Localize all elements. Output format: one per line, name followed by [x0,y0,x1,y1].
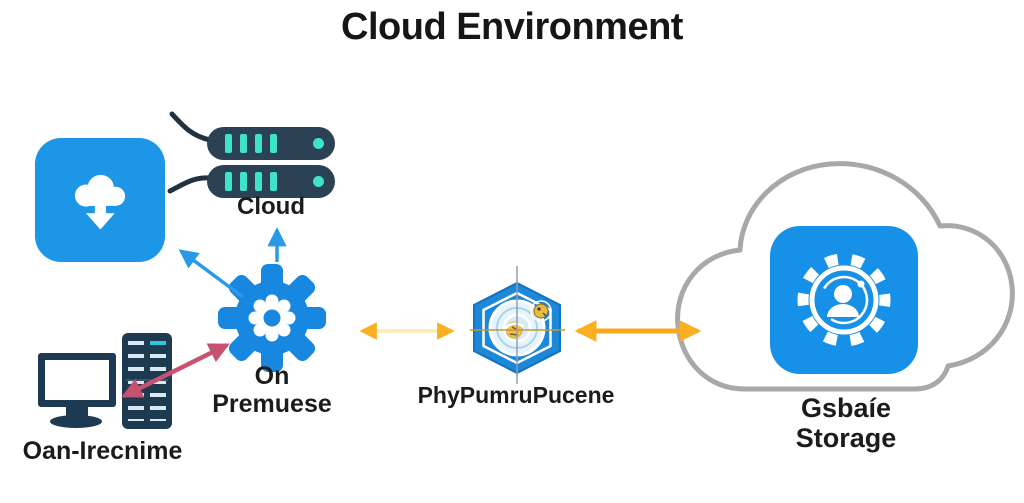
storage-label-line2: Storage [795,423,897,454]
server-indicator-dot [313,176,324,187]
cloud-download-icon [74,174,126,230]
storage-label: Gsbaíe Storage [756,393,936,453]
gear-icon [218,264,326,372]
server-pill-2 [207,165,335,198]
on-premises-label-line2: Premuese [212,390,332,418]
monitor-base [50,415,102,428]
hexagon-node-label: PhyPumruPucene [417,382,615,408]
on-premises-label-line1: On [254,362,290,390]
server-cable-bottom [167,175,213,194]
user-gear-icon [797,253,891,347]
server-led-bars [225,172,277,191]
arrow-gear-to-download-tile [178,249,245,299]
on-premises-label: On Premuese [182,362,362,418]
desktop-monitor-icon [38,353,116,407]
server-rack-icon [122,333,172,429]
workstation-label: Oan-Irecnime [22,437,183,465]
storage-label-line1: Gsbaíe [800,393,892,423]
cloud-node-label: Cloud [237,193,305,220]
hexagon-target-icon [470,266,565,384]
server-led-bars [225,134,277,153]
page-title: Cloud Environment [341,6,683,48]
server-pill-1 [207,127,335,160]
server-indicator-dot [313,138,324,149]
cloud-storage-tile [770,226,918,374]
monitor-stand [66,407,88,417]
cloud-download-tile [35,138,165,262]
server-cable-top [169,111,213,143]
